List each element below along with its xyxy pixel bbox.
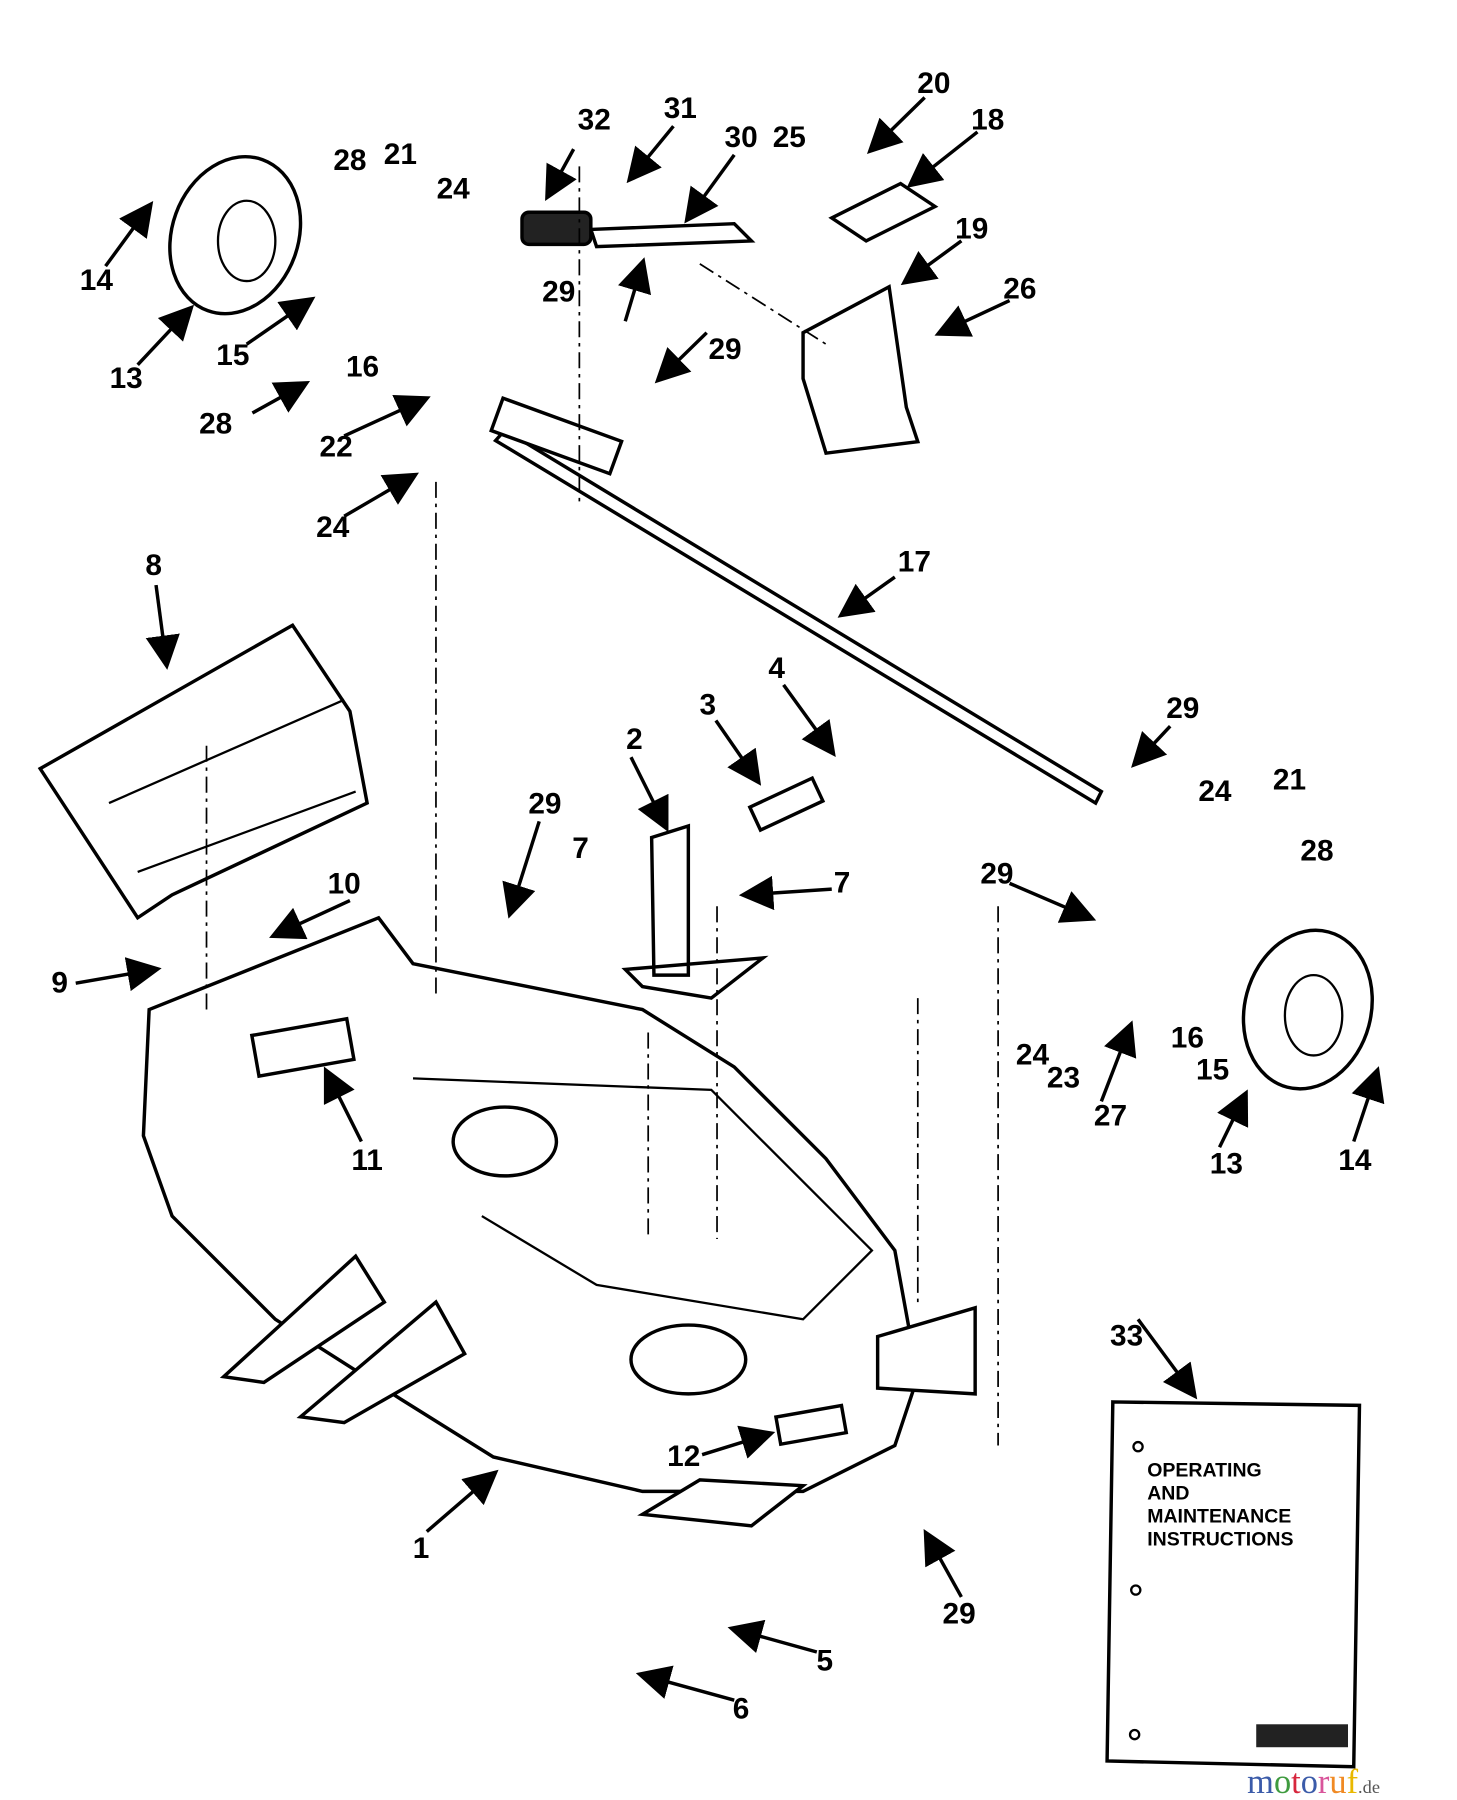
callout-19: 19 bbox=[955, 213, 988, 246]
wheel-left bbox=[168, 154, 303, 316]
grip-32 bbox=[520, 210, 593, 247]
callout-29: 29 bbox=[980, 857, 1013, 890]
callout-29: 29 bbox=[1166, 692, 1199, 725]
callout-33: 33 bbox=[1110, 1320, 1143, 1353]
callout-24: 24 bbox=[437, 172, 471, 205]
callout-29: 29 bbox=[542, 276, 575, 309]
callout-9: 9 bbox=[51, 966, 68, 999]
callout-13: 13 bbox=[110, 362, 143, 395]
callout-7: 7 bbox=[834, 867, 851, 900]
decal-12 bbox=[773, 1403, 849, 1447]
callout-4: 4 bbox=[768, 652, 785, 685]
manual-title-line-3: MAINTENANCE bbox=[1147, 1505, 1291, 1527]
callout-2: 2 bbox=[626, 723, 643, 756]
callout-14: 14 bbox=[1338, 1144, 1372, 1177]
callout-28: 28 bbox=[333, 144, 366, 177]
discharge-chute bbox=[37, 622, 370, 921]
callout-5: 5 bbox=[817, 1644, 834, 1677]
callout-29: 29 bbox=[708, 333, 741, 366]
callout-17: 17 bbox=[898, 545, 931, 578]
callout-10: 10 bbox=[328, 868, 361, 901]
bracket-18 bbox=[828, 181, 939, 243]
callout-29: 29 bbox=[943, 1597, 976, 1630]
callout-28: 28 bbox=[199, 408, 232, 441]
mower-deck bbox=[141, 915, 977, 1528]
operating-manual: OPERATING AND MAINTENANCE INSTRUCTIONS bbox=[1105, 1400, 1362, 1769]
callout-arrows bbox=[75, 96, 1385, 1702]
callout-16: 16 bbox=[346, 350, 379, 383]
front-bracket-right bbox=[296, 1299, 467, 1425]
callout-21: 21 bbox=[384, 138, 417, 171]
callout-22: 22 bbox=[320, 431, 353, 464]
callout-11: 11 bbox=[351, 1144, 383, 1177]
manual-title-line-2: AND bbox=[1147, 1482, 1189, 1504]
callout-24: 24 bbox=[1198, 775, 1232, 808]
callout-6: 6 bbox=[733, 1693, 750, 1726]
manual-title-line-1: OPERATING bbox=[1147, 1459, 1261, 1481]
callout-labels: 14 13 15 28 21 24 16 28 22 29 24 32 31 3… bbox=[51, 67, 1372, 1726]
callout-1: 1 bbox=[413, 1532, 430, 1565]
lift-rod bbox=[492, 427, 1104, 806]
spacer-3 bbox=[747, 775, 826, 833]
watermark-logo: motoruf.de bbox=[1247, 1763, 1380, 1800]
front-bracket-left bbox=[219, 1253, 387, 1385]
callout-24: 24 bbox=[316, 511, 350, 544]
callout-25: 25 bbox=[773, 121, 806, 154]
callout-28: 28 bbox=[1300, 834, 1333, 867]
callout-21: 21 bbox=[1273, 763, 1306, 796]
callout-29: 29 bbox=[528, 787, 561, 820]
callout-20: 20 bbox=[917, 67, 950, 100]
wheel-right bbox=[1241, 928, 1374, 1091]
callout-15: 15 bbox=[1196, 1054, 1229, 1087]
callout-18: 18 bbox=[971, 104, 1004, 137]
rear-bracket bbox=[875, 1305, 977, 1396]
callout-32: 32 bbox=[578, 104, 611, 137]
lever-30 bbox=[588, 221, 756, 249]
callout-14: 14 bbox=[80, 264, 114, 297]
callout-12: 12 bbox=[667, 1440, 700, 1473]
callout-30: 30 bbox=[725, 121, 758, 154]
callout-13: 13 bbox=[1210, 1148, 1243, 1181]
callout-15: 15 bbox=[216, 339, 249, 372]
height-bracket bbox=[801, 284, 921, 456]
callout-8: 8 bbox=[145, 549, 162, 582]
center-bracket bbox=[621, 823, 769, 1000]
callout-26: 26 bbox=[1003, 272, 1036, 305]
decal-11 bbox=[249, 1016, 356, 1079]
manual-title-line-4: INSTRUCTIONS bbox=[1147, 1528, 1293, 1550]
baffle bbox=[637, 1478, 808, 1528]
callout-16: 16 bbox=[1171, 1021, 1204, 1054]
callout-24: 24 bbox=[1016, 1039, 1050, 1072]
callout-23: 23 bbox=[1047, 1062, 1080, 1095]
callout-31: 31 bbox=[664, 92, 697, 125]
callout-3: 3 bbox=[700, 689, 717, 722]
callout-27: 27 bbox=[1094, 1099, 1127, 1132]
callout-7: 7 bbox=[572, 832, 589, 865]
